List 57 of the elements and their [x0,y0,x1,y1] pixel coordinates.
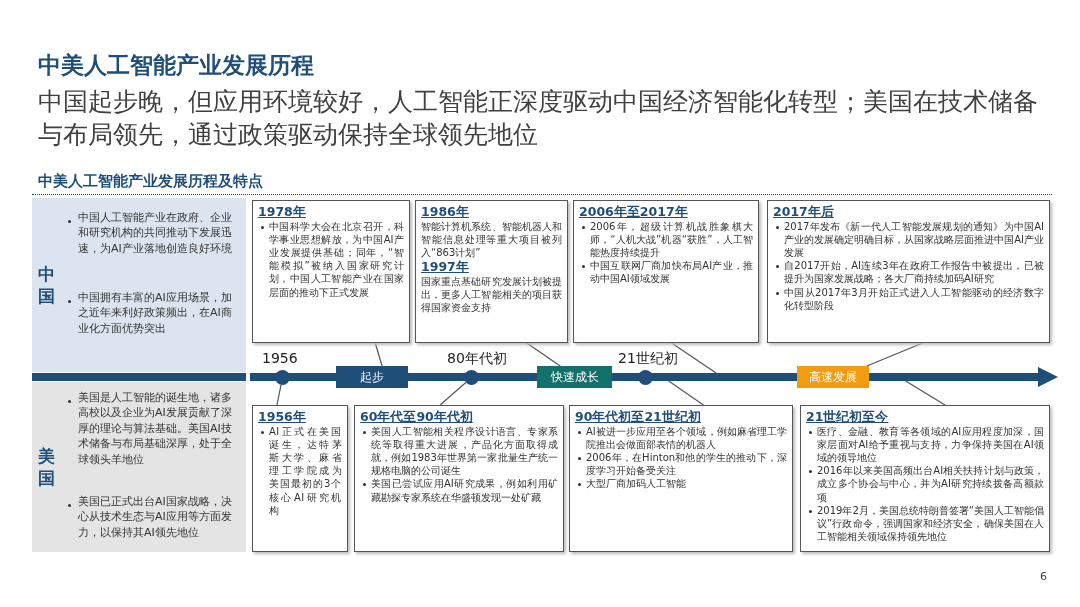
year-heading: 1997年 [421,259,470,275]
year-heading: 90年代初至21世纪初 [575,409,702,425]
bullet-text: 2006年，超级计算机战胜象棋大师，“人机大战”机器“获胜”，人工智能热度持续提升 [590,219,753,260]
bullet-text: 2006年，在Hinton和他的学生的推动下，深度学习开始备受关注 [586,451,787,478]
year-heading: 1978年 [258,204,307,220]
country-panel [32,198,246,372]
event-text: 国家重点基础研究发展计划被提出，更多人工智能相关的项目获得国家资金支持 [421,274,562,315]
year-heading: 2006年至2017年 [579,204,689,220]
connector-line [668,380,704,406]
bullet-text: 中国从2017年3月开始正式进入人工智能驱动的经济数字化转型阶段 [784,285,1044,312]
event-card [415,200,568,343]
connector-line [439,381,467,406]
connector-line [905,380,946,406]
bullet-text: 美国已尝试应用AI研究成果，例如利用矿藏勘探专家系统在华盛顿发现一处矿藏 [371,477,558,504]
bullet-text: 2016年以来美国高频出台AI相关扶持计划与政策，成立多个协会与中心，并为AI研究持续拨备高额款项 [817,464,1044,504]
section-heading: 中美人工智能产业发展历程及特点 [38,172,263,191]
bullet-text: 大型厂商加码人工智能 [586,477,687,491]
bullet-text: 美国人工智能相关程序设计语言、专家系统等取得重大进展，产品化方面取得成就，例如1983年世界第一家批量生产统一规格电脑的公司诞生 [371,424,558,478]
event-card [252,200,410,343]
bullet-text: AI正式在美国诞生，达特茅斯大学、麻省理工学院成为美国最初的3个核心AI研究机构 [269,424,342,517]
bullet-text: 中国人工智能产业在政府、企业和研究机构的共同推动下发展迅速，为AI产业落地创造良好环境 [78,210,233,257]
year-label: 1956 [262,350,298,366]
country-panel [32,382,246,552]
event-card [569,405,793,552]
bullet-text: 中国科学大会在北京召开，科学事业思想解放，为中国AI产业发展提供基础；同年，“智能模拟”被纳入国家研究计划，中国人工智能产业在国家层面的推动下正式发展 [269,219,404,299]
bullet-text: 中国拥有丰富的AI应用场景，加之近年来利好政策频出，在AI商业化方面优势突出 [78,290,233,337]
year-label: 21世纪初 [618,350,678,368]
year-label: 80年代初 [447,350,507,368]
bullet-text: 自2017开始，AI连续3年在政府工作报告中被提出，已被提升为国家发展战略；各大厂商持续加码AI研究 [784,259,1044,286]
bullet-text: 2019年2月，美国总统特朗普签署“美国人工智能倡议”行政命令，强调国家和经济安全，确保美国在人工智能相关领域保持领先地位 [817,503,1044,544]
event-card [800,405,1050,552]
connector-line [671,342,717,374]
event-card [767,200,1050,343]
bullet-text: 医疗、金融、教育等各领域的AI应用程度加深，国家层面对AI给予重视与支持，力争保持美国在AI领域的领导地位 [817,424,1044,465]
connector-line [276,384,282,406]
bullet-text: AI被进一步应用至各个领域，例如麻省理工学院推出会做面部表情的机器人 [586,424,787,451]
country-label: 中国 [38,263,56,308]
bullet-text: 2017年发布《新一代人工智能发展规划的通知》为中国AI产业的发展确定明确目标，从国家战略层面推进中国AI产业发展 [784,219,1044,260]
bullet-text: 美国是人工智能的诞生地，诸多高校以及企业为AI发展贡献了深厚的理论与算法基础。美国AI技术储备与布局基础深厚，处于全球领头羊地位 [78,390,233,467]
event-card [573,200,759,343]
bullet-text: 美国已正式出台AI国家战略，决心从技术生态与AI应用等方面发力，以保持其AI领先地位 [78,494,233,541]
year-heading: 1986年 [421,204,470,220]
subtitle: 中国起步晚，但应用环境较好，人工智能正深度驱动中国经济智能化转型；美国在技术储备与布局领先，通过政策驱动保持全球领先地位 [38,86,1039,151]
country-label: 美国 [38,445,56,490]
year-heading: 21世纪初至今 [806,409,890,425]
event-card [354,405,564,552]
connector-line [526,342,561,367]
year-heading: 60年代至90年代初 [360,409,474,425]
bullet-text: 中国互联网厂商加快布局AI产业，推动中国AI领域发展 [590,259,753,286]
page-title: 中美人工智能产业发展历程 [38,51,314,80]
connector-line [374,342,383,367]
year-heading: 1956年 [258,409,307,425]
year-heading: 2017年后 [773,204,835,220]
event-text: 智能计算机系统、智能机器人和智能信息处理等重大项目被列入“863计划” [421,219,562,260]
page-number: 6 [1040,570,1047,583]
event-card [252,405,348,552]
connector-line [866,342,924,367]
